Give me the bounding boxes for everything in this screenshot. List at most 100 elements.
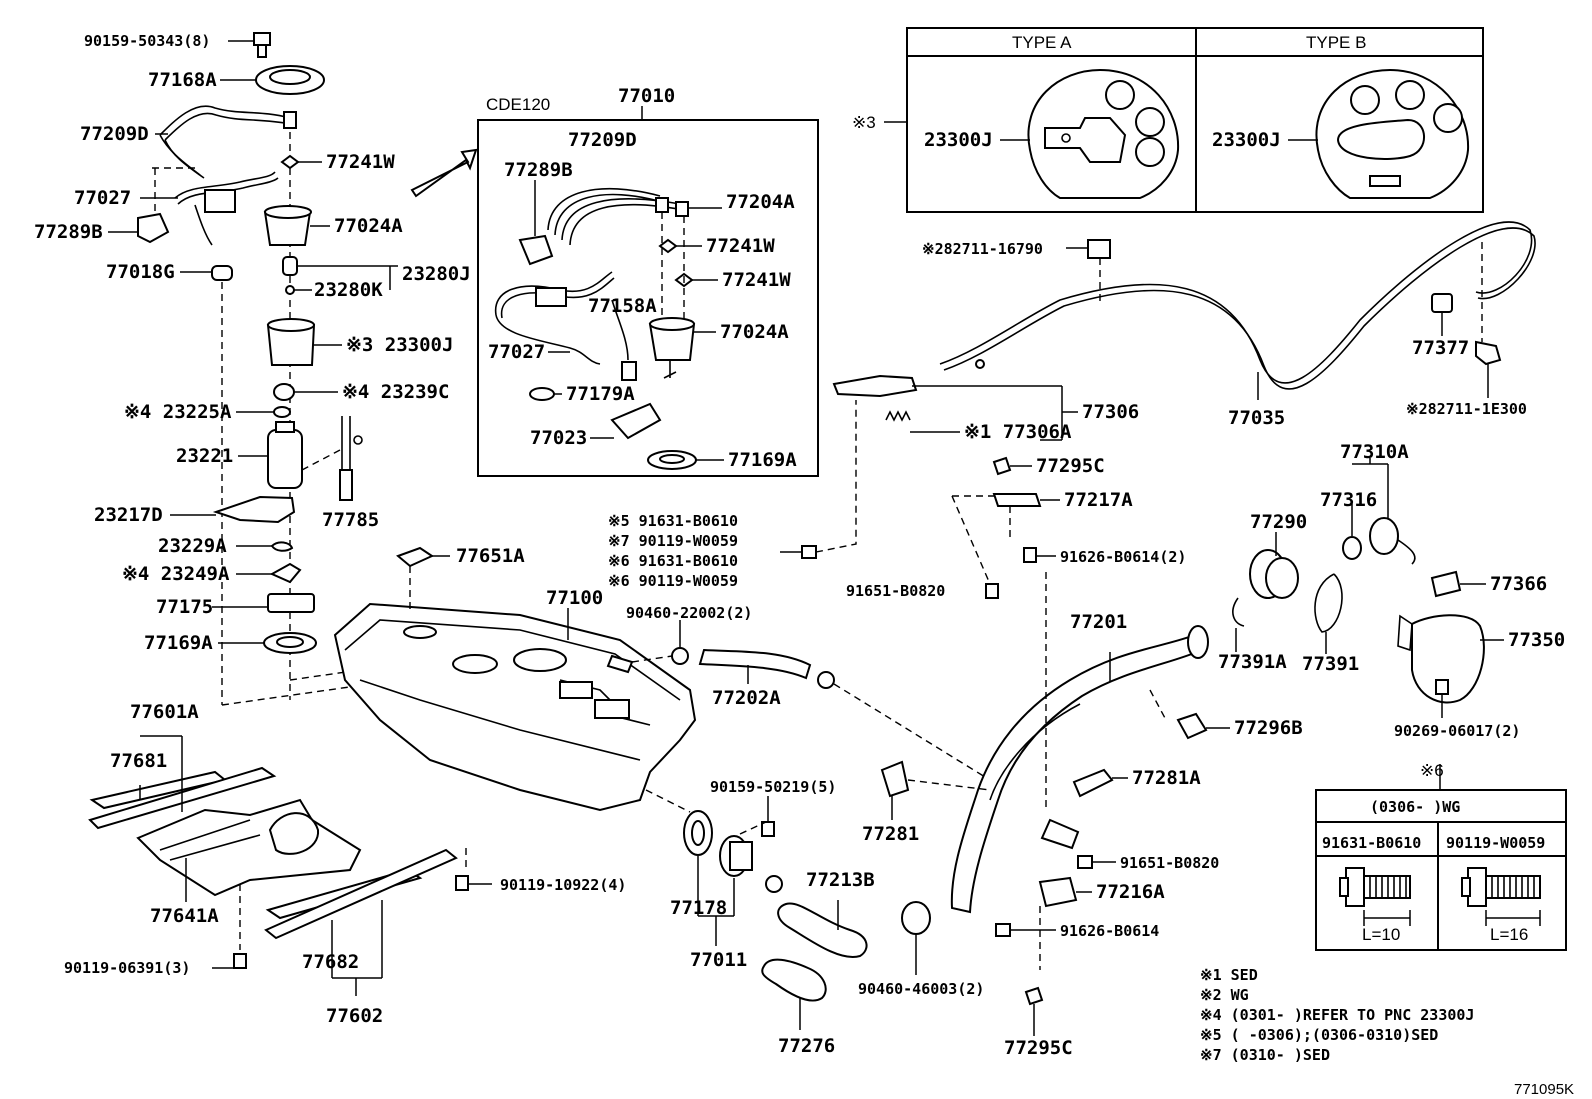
filter-23280J-23280K xyxy=(282,256,398,295)
label-90119-10922: 90119-10922(4) xyxy=(500,876,626,894)
label-282711-1E300: ※282711-1E300 xyxy=(1406,400,1527,418)
label-77377: 77377 xyxy=(1412,337,1469,359)
fuel-tank-77100 xyxy=(333,602,697,812)
gauge-77785 xyxy=(301,416,363,501)
bolt-90119-W0059-drawing xyxy=(1461,867,1541,926)
clip-23249A xyxy=(236,562,302,584)
label-90119-06391: 90119-06391(3) xyxy=(64,959,190,977)
label-90159-50219: 90159-50219(5) xyxy=(710,778,836,796)
label-77295C-bot: 77295C xyxy=(1004,1037,1073,1059)
label-90460-22002: 90460-22002(2) xyxy=(626,604,752,622)
label-23300J-left: ※3 23300J xyxy=(346,334,453,356)
note-3: ※4 (0301- )REFER TO PNC 23300J xyxy=(1200,1006,1474,1024)
label-77306: 77306 xyxy=(1082,401,1139,423)
label-90269-06017: 90269-06017(2) xyxy=(1394,722,1520,740)
label-90460-46003: 90460-46003(2) xyxy=(858,980,984,998)
label-77027-box: 77027 xyxy=(488,341,545,363)
label-77024A-box: 77024A xyxy=(720,321,789,343)
label-77295C-top: 77295C xyxy=(1036,455,1105,477)
gasket-23225A xyxy=(236,406,291,418)
pad-77651A xyxy=(396,546,450,610)
fuel-filter-23300J-left xyxy=(266,318,342,366)
label-77281: 77281 xyxy=(862,823,919,845)
filler-and-cable xyxy=(780,221,1536,1036)
label-77602: 77602 xyxy=(326,1005,383,1027)
fuel-tube-77209D-left xyxy=(155,105,297,179)
label-23280J: 23280J xyxy=(402,263,471,285)
label-77201: 77201 xyxy=(1070,611,1127,633)
label-77168A: 77168A xyxy=(148,69,217,91)
label-77202A: 77202A xyxy=(712,687,781,709)
label-77204A: 77204A xyxy=(726,191,795,213)
label-23300J-type-a: 23300J xyxy=(924,129,993,151)
label-77391: 77391 xyxy=(1302,653,1359,675)
label-77785: 77785 xyxy=(322,509,379,531)
label-77217A: 77217A xyxy=(1064,489,1133,511)
label-wg-col1-length: L=10 xyxy=(1362,925,1400,944)
label-77241W-box1: 77241W xyxy=(706,235,775,257)
label-77216A: 77216A xyxy=(1096,881,1165,903)
diagram-id: 771095K xyxy=(1514,1081,1574,1098)
label-23249A: ※4 23249A xyxy=(122,563,230,585)
label-wg-header: (0306- )WG xyxy=(1370,798,1460,816)
label-77241W-box2: 77241W xyxy=(722,269,791,291)
bracket-23217D xyxy=(170,495,296,524)
gasket-77169A-left xyxy=(218,632,317,654)
note-5: ※7 (0310- )SED xyxy=(1200,1046,1330,1064)
note-4: ※5 ( -0306);(0306-0310)SED xyxy=(1200,1026,1438,1044)
note-2: ※2 WG xyxy=(1200,986,1249,1004)
hoses xyxy=(631,620,991,1030)
label-23221: 23221 xyxy=(176,445,233,467)
cushion-23239C xyxy=(273,383,338,401)
label-91651-B0820-bot: 91651-B0820 xyxy=(1120,854,1219,872)
label-23225A: ※4 23225A xyxy=(124,401,232,423)
grommet-77018G xyxy=(180,265,233,281)
label-77391A: 77391A xyxy=(1218,651,1287,673)
label-77035: 77035 xyxy=(1228,407,1285,429)
label-77681: 77681 xyxy=(110,750,167,772)
label-77366: 77366 xyxy=(1490,573,1547,595)
label-77023: 77023 xyxy=(530,427,587,449)
type-b-plate xyxy=(1288,68,1470,199)
label-23229A: 23229A xyxy=(158,535,227,557)
label-23280K: 23280K xyxy=(314,279,383,301)
label-91651-B0820-top: 91651-B0820 xyxy=(846,582,945,600)
label-91626-B0614-2: 91626-B0614(2) xyxy=(1060,548,1186,566)
label-77213B: 77213B xyxy=(806,869,875,891)
label-77024A-left: 77024A xyxy=(334,215,403,237)
pump-bracket-77024A-left xyxy=(263,205,330,246)
label-type-a-header: TYPE A xyxy=(1012,33,1072,52)
label-77296B: 77296B xyxy=(1234,717,1303,739)
cde120-box xyxy=(477,106,819,477)
type-box xyxy=(884,27,1484,213)
label-282711-16790: ※282711-16790 xyxy=(922,240,1043,258)
label-77290: 77290 xyxy=(1250,511,1307,533)
label-77682: 77682 xyxy=(302,951,359,973)
label-cde120: CDE120 xyxy=(486,95,550,114)
left-pump-stack xyxy=(108,32,478,706)
label-wg-col2-length: L=16 xyxy=(1490,925,1528,944)
label-77306A: ※1 77306A xyxy=(964,421,1072,443)
label-type-marker: ※3 xyxy=(852,113,876,132)
clip-23229A xyxy=(236,541,294,552)
label-91626-B0614: 91626-B0614 xyxy=(1060,922,1159,940)
type-a-plate xyxy=(1000,68,1180,199)
label-77651A: 77651A xyxy=(456,545,525,567)
label-91631-B0610-b: ※6 91631-B0610 xyxy=(608,552,738,570)
fuel-pump-23221 xyxy=(238,421,303,489)
label-77241W-left: 77241W xyxy=(326,151,395,173)
label-77178: 77178 xyxy=(670,897,727,919)
label-77158A: 77158A xyxy=(588,295,657,317)
label-77289B-box: 77289B xyxy=(504,159,573,181)
label-77169A-box: 77169A xyxy=(728,449,797,471)
label-77276: 77276 xyxy=(778,1035,835,1057)
label-77018G: 77018G xyxy=(106,261,175,283)
bolt-91631-B0610-drawing xyxy=(1339,867,1411,926)
label-77027-left: 77027 xyxy=(74,187,131,209)
label-23300J-type-b: 23300J xyxy=(1212,129,1281,151)
label-77281A: 77281A xyxy=(1132,767,1201,789)
label-77179A: 77179A xyxy=(566,383,635,405)
label-77209D-left: 77209D xyxy=(80,123,149,145)
label-77011: 77011 xyxy=(690,949,747,971)
label-77010: 77010 xyxy=(618,85,675,107)
